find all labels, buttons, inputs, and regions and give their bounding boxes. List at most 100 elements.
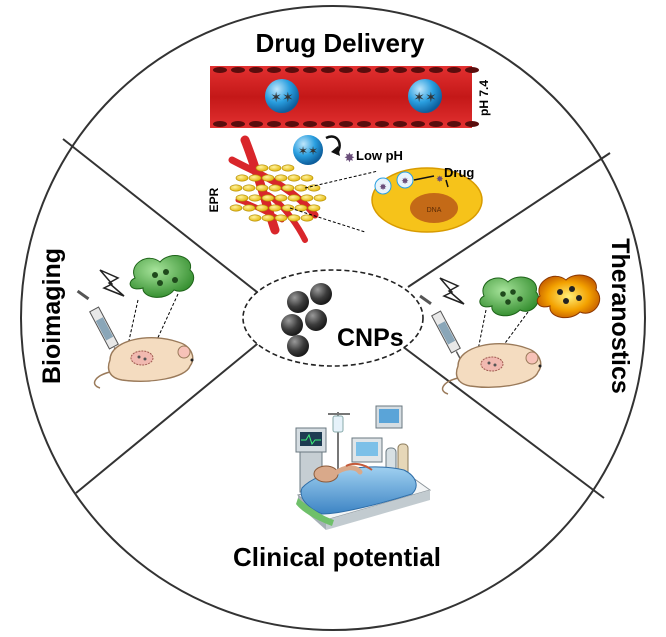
svg-text:✸: ✸	[401, 176, 409, 186]
endothelial-cell	[393, 121, 407, 127]
tumor-cell	[229, 184, 243, 192]
tumor-cell	[300, 174, 314, 182]
svg-text:DNA: DNA	[427, 207, 442, 214]
tumor-cell	[255, 164, 269, 172]
endothelial-cell	[231, 121, 245, 127]
tumor-cell	[313, 194, 327, 202]
endothelial-cell	[393, 67, 407, 73]
bioimaging-illustration	[76, 255, 195, 389]
nanoparticle	[287, 291, 309, 313]
tumor-cell	[300, 194, 314, 202]
endothelial-cell	[267, 67, 281, 73]
svg-text:✶✶: ✶✶	[298, 144, 318, 158]
tumor-cell	[287, 214, 301, 222]
green-nanoparticle-cloud	[129, 255, 195, 298]
tumor-cell	[281, 184, 295, 192]
endothelial-cell	[303, 121, 317, 127]
center-cnps: CNPs	[242, 269, 424, 367]
endothelial-cell	[213, 121, 227, 127]
low-ph-label: Low pH	[356, 148, 403, 163]
center-label: CNPs	[337, 324, 404, 352]
endothelial-cell	[465, 121, 479, 127]
svg-text:✸: ✸	[436, 174, 444, 184]
endothelial-cell	[447, 121, 461, 127]
endothelial-cell	[339, 121, 353, 127]
green-nanoparticle-cloud	[479, 276, 540, 317]
tumor-cell	[307, 204, 321, 212]
endothelial-cell	[411, 67, 425, 73]
endothelial-cell	[231, 67, 245, 73]
blood-vessel: ✶✶ ✶✶	[210, 66, 479, 128]
theranostics-illustration	[419, 274, 601, 395]
tumor-cell	[268, 184, 282, 192]
svg-text:✶✶: ✶✶	[413, 89, 436, 105]
lightning-icon	[99, 269, 125, 297]
endothelial-cell	[429, 67, 443, 73]
endothelial-cell	[321, 67, 335, 73]
tumor-cell	[281, 204, 295, 212]
tumor-cell	[268, 204, 282, 212]
tumor-cell	[248, 214, 262, 222]
tumor-cell	[268, 164, 282, 172]
ph-label: pH 7.4	[477, 80, 491, 116]
section-title-clinical-potential: Clinical potential	[233, 542, 441, 572]
endothelial-cell	[285, 67, 299, 73]
endothelial-cell	[339, 67, 353, 73]
endothelial-cell	[285, 121, 299, 127]
endothelial-cell	[267, 121, 281, 127]
heated-tumor-icon	[536, 274, 601, 319]
tumor-cell	[300, 214, 314, 222]
tumor-cell	[274, 194, 288, 202]
tumor-cell	[242, 204, 256, 212]
hospital-bed-illustration	[295, 405, 432, 530]
tumor-cell	[235, 174, 249, 182]
tumor-cell	[261, 194, 275, 202]
section-dividers	[62, 138, 611, 499]
lightning-icon	[439, 277, 465, 305]
drug-label: Drug	[444, 165, 474, 180]
endothelial-cell	[357, 121, 371, 127]
tumor-cell	[274, 214, 288, 222]
svg-text:✸: ✸	[344, 150, 355, 165]
endothelial-cell	[303, 67, 317, 73]
section-title-theranostics: Theranostics	[606, 238, 634, 394]
endothelial-cell	[213, 67, 227, 73]
endothelial-cell	[375, 67, 389, 73]
nanoparticle	[310, 283, 332, 305]
svg-text:✶✶: ✶✶	[270, 89, 293, 105]
endothelial-cell	[411, 121, 425, 127]
tumor-cell	[235, 194, 249, 202]
nanoparticle	[287, 335, 309, 357]
tumor-cell	[287, 174, 301, 182]
tumor-cell	[281, 164, 295, 172]
section-title-bioimaging: Bioimaging	[38, 248, 66, 384]
mouse-icon	[93, 336, 194, 389]
tumor-cell	[255, 184, 269, 192]
epr-label: EPR	[207, 187, 221, 212]
tumor-cell	[248, 174, 262, 182]
carrier-nanoparticle: ✶✶	[265, 79, 299, 113]
tumor-cell	[274, 174, 288, 182]
tumor-cell	[255, 204, 269, 212]
tumor-cell	[261, 174, 275, 182]
tumor-cell	[261, 214, 275, 222]
extravasated-nanoparticle: ✶✶ ✸	[293, 135, 355, 165]
endothelial-cell	[447, 67, 461, 73]
endothelial-cell	[465, 67, 479, 73]
tumor-cell	[242, 184, 256, 192]
section-title-drug-delivery: Drug Delivery	[255, 28, 425, 58]
endothelial-cell	[357, 67, 371, 73]
endothelial-cell	[249, 67, 263, 73]
tumor-cell-zoom: DNA ✸ ✸ ✸	[289, 167, 483, 233]
endothelial-cell	[249, 121, 263, 127]
tumor-cell	[287, 194, 301, 202]
endothelial-cell	[375, 121, 389, 127]
nanoparticle	[305, 309, 327, 331]
endothelial-cell	[321, 121, 335, 127]
tumor-cell	[229, 204, 243, 212]
tumor-cell	[307, 184, 321, 192]
tumor-epr	[228, 135, 327, 243]
nanoparticle	[281, 314, 303, 336]
endothelial-cell	[429, 121, 443, 127]
